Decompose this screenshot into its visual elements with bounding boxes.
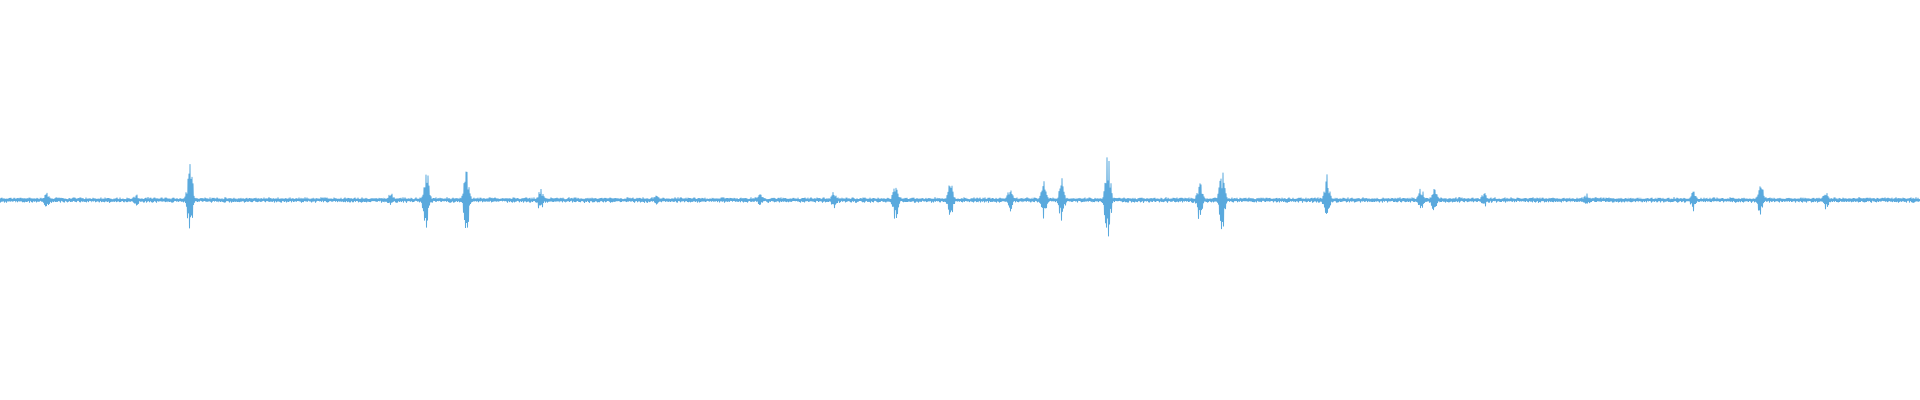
waveform-signal — [0, 157, 1920, 237]
